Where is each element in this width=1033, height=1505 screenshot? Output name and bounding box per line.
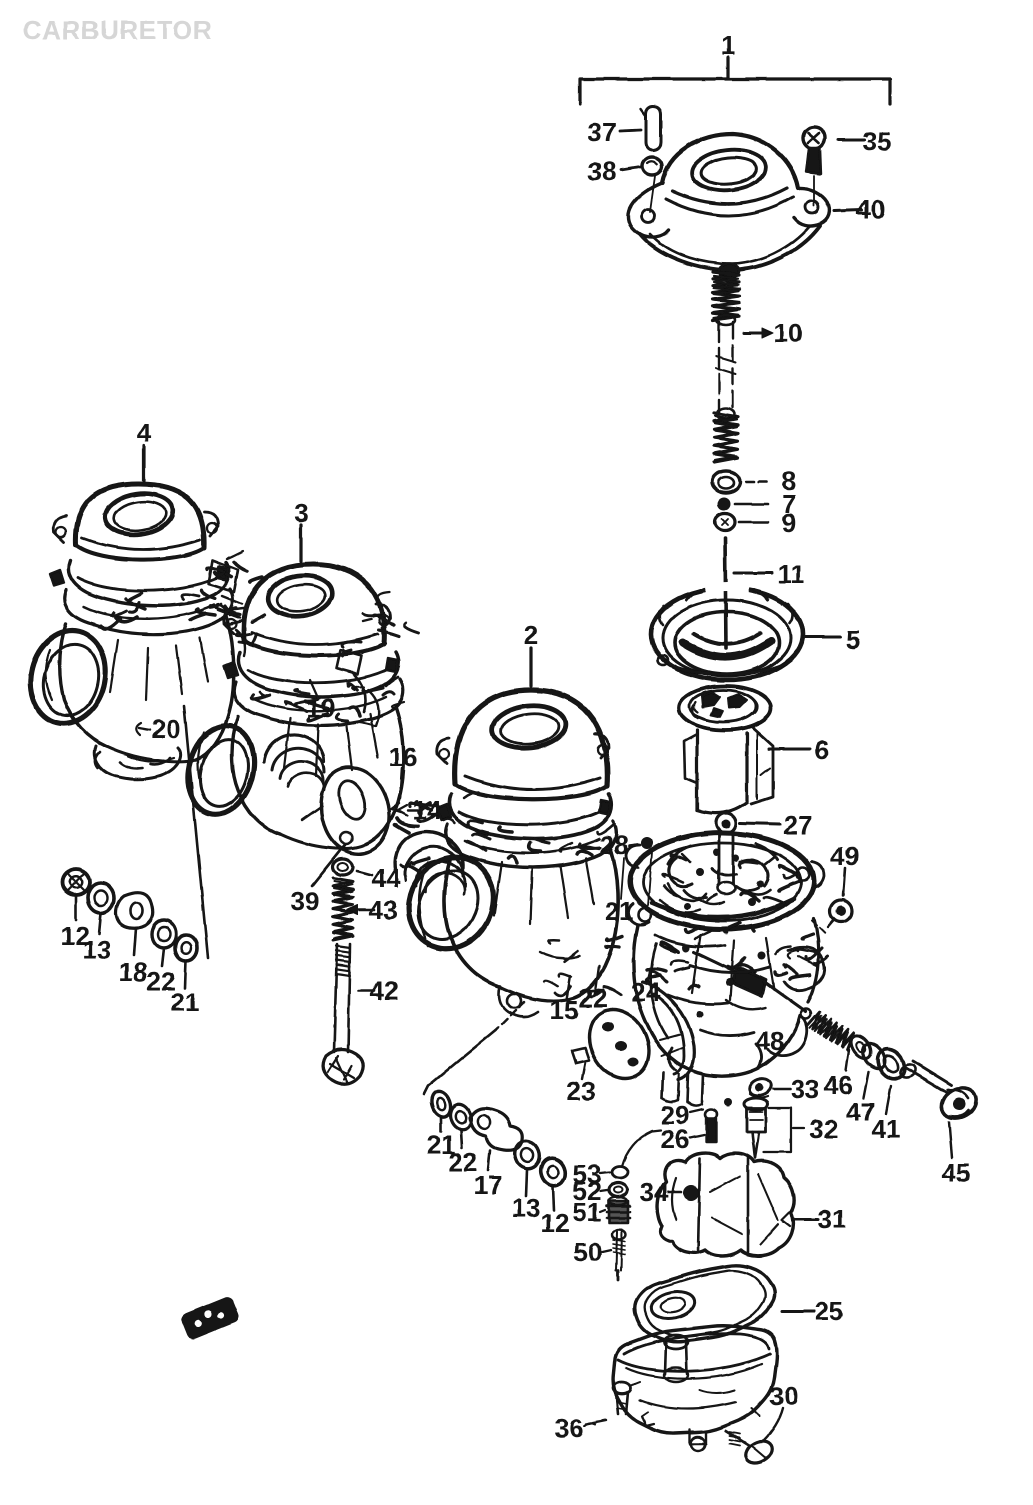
svg-text:10: 10 — [774, 318, 803, 348]
svg-text:25: 25 — [815, 1296, 844, 1326]
svg-text:12: 12 — [541, 1208, 570, 1238]
svg-text:51: 51 — [573, 1197, 602, 1227]
svg-text:45: 45 — [942, 1158, 971, 1188]
svg-text:22: 22 — [449, 1147, 478, 1177]
svg-text:22: 22 — [579, 983, 608, 1013]
svg-text:29: 29 — [661, 1100, 690, 1130]
svg-text:37: 37 — [588, 117, 617, 147]
svg-text:33: 33 — [791, 1074, 820, 1104]
svg-text:1: 1 — [721, 30, 735, 60]
svg-text:47: 47 — [847, 1097, 876, 1127]
svg-text:46: 46 — [824, 1070, 853, 1100]
svg-text:31: 31 — [818, 1204, 847, 1234]
svg-text:26: 26 — [661, 1124, 690, 1154]
svg-text:5: 5 — [846, 625, 860, 655]
svg-text:17: 17 — [474, 1170, 503, 1200]
svg-text:9: 9 — [782, 508, 796, 538]
svg-text:6: 6 — [815, 735, 829, 765]
svg-text:4: 4 — [137, 418, 152, 448]
svg-text:12: 12 — [61, 921, 90, 951]
svg-text:21: 21 — [171, 987, 200, 1017]
svg-text:30: 30 — [770, 1381, 799, 1411]
svg-text:52: 52 — [573, 1176, 602, 1206]
svg-text:13: 13 — [512, 1193, 541, 1223]
svg-text:CARBURETOR: CARBURETOR — [23, 15, 212, 45]
svg-text:2: 2 — [524, 620, 538, 650]
svg-text:21: 21 — [427, 1130, 456, 1160]
svg-text:41: 41 — [872, 1114, 901, 1144]
svg-text:23: 23 — [567, 1076, 596, 1106]
svg-text:13: 13 — [83, 935, 112, 965]
svg-text:18: 18 — [119, 957, 148, 987]
svg-text:7: 7 — [782, 489, 796, 519]
svg-text:36: 36 — [555, 1413, 584, 1443]
svg-text:49: 49 — [831, 841, 860, 871]
svg-text:22: 22 — [147, 966, 176, 996]
svg-text:20: 20 — [152, 714, 181, 744]
svg-text:3: 3 — [294, 498, 308, 528]
svg-text:32: 32 — [810, 1114, 839, 1144]
svg-text:39: 39 — [291, 886, 320, 916]
svg-text:50: 50 — [574, 1237, 603, 1267]
svg-text:38: 38 — [588, 156, 617, 186]
svg-text:27: 27 — [784, 810, 813, 840]
svg-text:8: 8 — [782, 466, 796, 496]
svg-text:11: 11 — [777, 559, 805, 589]
svg-text:35: 35 — [863, 126, 892, 156]
svg-text:53: 53 — [573, 1159, 602, 1189]
